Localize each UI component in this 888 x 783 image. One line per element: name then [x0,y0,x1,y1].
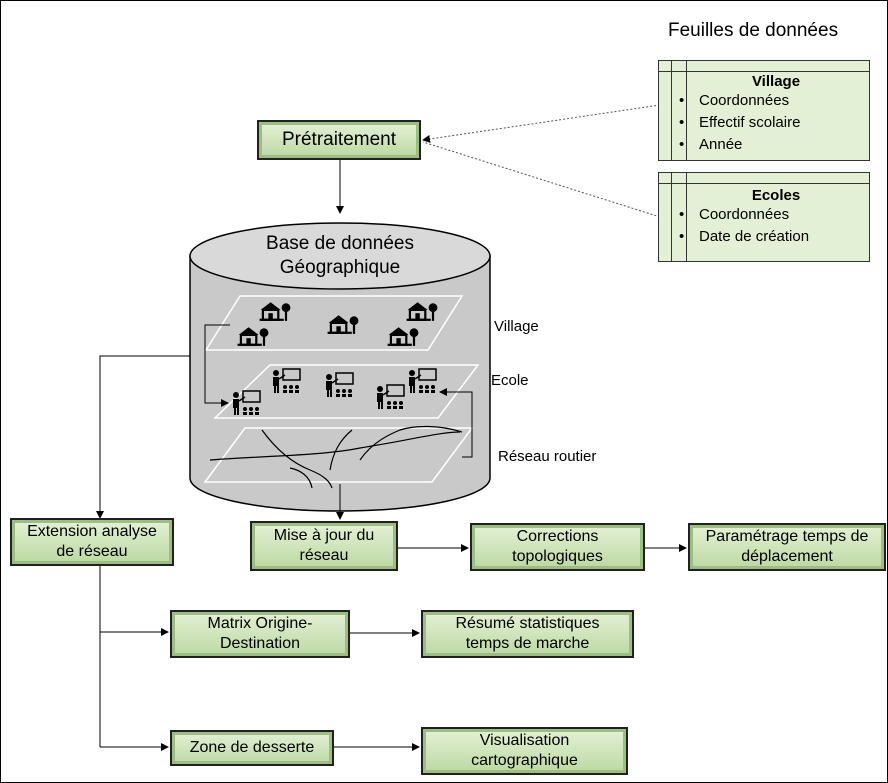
visualisation-line2: cartographique [471,752,578,769]
road-network [209,425,463,489]
village-sheet-title: Village [751,73,801,90]
zone-desserte-box: Zone de desserte [170,730,334,766]
resume-line2: temps de marche [465,635,590,652]
matrix-line2: Destination [219,635,301,652]
database-title: Base de données Géographique [240,232,440,280]
corrections-line1: Corrections [516,528,599,545]
ecoles-data-sheet: Ecoles Coordonnées Date de création [658,172,870,262]
visualisation-line1: Visualisation [479,732,570,749]
village-data-sheet: Village Coordonnées Effectif scolaire An… [658,60,870,161]
village-layer-label: Village [494,318,539,335]
ecole-layer-label: Ecole [491,372,529,389]
list-item: Coordonnées [677,204,869,226]
parametrage-line1: Paramétrage temps de [705,528,869,545]
sheet-row-line [659,71,869,72]
resume-line1: Résumé statistiques [455,615,600,632]
mise-a-jour-line2: réseau [299,547,349,564]
visualisation-box: Visualisation cartographique [421,727,628,775]
parametrage-line2: déplacement [741,548,833,565]
mise-a-jour-box: Mise à jour du réseau [250,521,398,571]
list-item: Effectif scolaire [677,112,869,134]
list-item: Coordonnées [677,90,869,112]
village-sheet-list: Coordonnées Effectif scolaire Année [659,90,869,156]
corrections-line2: topologiques [512,548,603,565]
ecoles-sheet-connector [422,141,661,218]
extension-label-line2: de réseau [56,543,128,560]
list-item: Année [677,134,869,156]
ecoles-sheet-title: Ecoles [751,187,801,204]
road-layer-plane [203,427,474,483]
flow-arrows [96,160,687,751]
data-sheets-title: Feuilles de données [668,20,839,41]
ecoles-sheet-list: Coordonnées Date de création [659,204,869,248]
village-sheet-connector [422,104,661,143]
village-to-ecole-connector [204,324,230,407]
matrix-od-box: Matrix Origine- Destination [170,610,350,658]
extension-analyse-box: Extension analyse de réseau [10,518,174,566]
list-item: Date de création [677,226,869,248]
mise-a-jour-line1: Mise à jour du [273,527,375,544]
zone-label: Zone de desserte [189,739,315,756]
village-layer-plane [204,295,464,351]
road-to-ecole-connector [439,388,473,458]
matrix-line1: Matrix Origine- [207,615,313,632]
sheet-row-line [659,183,869,184]
corrections-box: Corrections topologiques [470,523,645,571]
resume-statistiques-box: Résumé statistiques temps de marche [421,610,634,658]
database-title-line2: Géographique [279,257,401,278]
road-layer-label: Réseau routier [498,448,597,465]
database-title-line1: Base de données [266,233,414,254]
pretraitement-label: Prétraitement [281,129,397,150]
pretraitement-box: Prétraitement [257,120,421,160]
parametrage-box: Paramétrage temps de déplacement [688,523,886,571]
extension-label-line1: Extension analyse [27,523,157,540]
